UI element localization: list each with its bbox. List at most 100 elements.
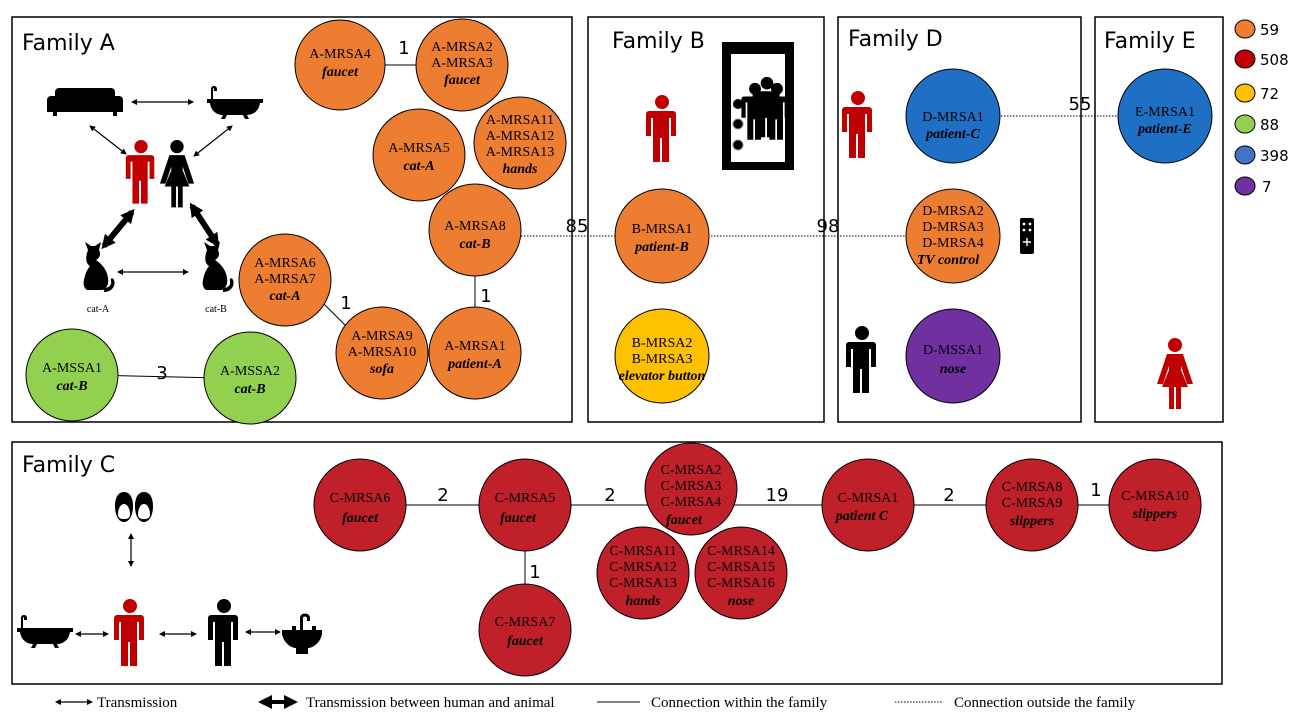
legend-value: 398 <box>1260 147 1289 165</box>
node-label: C-MRSA15 <box>707 560 775 575</box>
node-label: A-MRSA13 <box>486 145 554 160</box>
node-label: D-MRSA2 <box>922 204 983 219</box>
node-source: patient-E <box>1137 122 1192 137</box>
node-d-mrsa1 <box>905 68 1001 164</box>
bathtub-icon <box>17 615 73 648</box>
outside-edges <box>515 115 1120 237</box>
family-a-title: Family A <box>22 31 115 56</box>
node-label: A-MRSA3 <box>431 56 492 71</box>
family-b-title: Family B <box>612 29 705 54</box>
edge-label-b1-d234: 98 <box>817 216 840 237</box>
node-source: hands <box>625 594 661 609</box>
node-a-mrsa6-7 <box>238 233 332 327</box>
node-label: A-MRSA1 <box>444 339 505 354</box>
node-label: A-MSSA1 <box>42 361 102 376</box>
node-label: A-MRSA11 <box>486 113 554 128</box>
family-a-arrows <box>89 99 233 275</box>
node-d-mssa1 <box>905 308 1001 404</box>
node-source: hands <box>502 162 538 177</box>
legend-outside: Connection outside the family <box>954 695 1136 711</box>
legend-swatch <box>1234 145 1256 165</box>
node-source: sofa <box>369 362 394 377</box>
woman-icon <box>159 139 195 208</box>
node-label: A-MRSA9 <box>351 329 412 344</box>
node-source: cat-B <box>234 382 265 397</box>
legend-swatch <box>1234 83 1256 103</box>
node-label: A-MRSA4 <box>309 47 370 62</box>
cat-icon <box>202 242 234 292</box>
node-label: A-MRSA12 <box>486 129 554 144</box>
node-source: elevator button <box>619 369 706 384</box>
family-c-title: Family C <box>22 453 115 478</box>
edge-label-c234-c1: 19 <box>766 485 789 506</box>
family-a-thick-arrows <box>101 202 220 250</box>
node-label: C-MRSA13 <box>609 576 677 591</box>
node-labels: A-MRSA4 faucet A-MRSA2 A-MRSA3 faucet A-… <box>42 40 1195 649</box>
legend-transmission: Transmission <box>97 695 178 711</box>
cat-icon <box>83 242 115 292</box>
tv-remote-icon <box>1020 218 1034 254</box>
family-a-icons <box>47 86 263 292</box>
node-c-mrsa6 <box>313 458 407 552</box>
node-label: A-MRSA7 <box>254 272 315 287</box>
legend-value: 59 <box>1260 21 1279 39</box>
node-c-mrsa1 <box>821 458 915 552</box>
node-label: C-MRSA12 <box>609 560 677 575</box>
node-source: slippers <box>1132 507 1178 522</box>
node-label: C-MRSA10 <box>1121 489 1189 504</box>
node-c-mrsa14-16 <box>694 526 788 620</box>
node-source: TV control <box>917 253 979 268</box>
sofa-icon <box>47 88 123 116</box>
node-label: C-MRSA1 <box>838 491 899 506</box>
node-source: patient-C <box>925 127 980 142</box>
elevator-icon <box>722 42 794 170</box>
node-a-mrsa1 <box>428 306 522 400</box>
node-d-mrsa2-4 <box>905 188 1001 284</box>
node-label: A-MRSA5 <box>388 141 449 156</box>
node-label: C-MRSA9 <box>1002 496 1063 511</box>
node-source: patient C <box>835 509 889 524</box>
edge-label-a8-b1: 85 <box>566 216 589 237</box>
node-a-mrsa4 <box>294 19 386 111</box>
edge-label-a8-a1: 1 <box>480 286 491 307</box>
family-c-box <box>11 441 1223 685</box>
edge-label-c89-c10: 1 <box>1090 480 1101 501</box>
edge-label-a4-a23: 1 <box>398 38 409 59</box>
node-label: C-MRSA16 <box>707 576 775 591</box>
family-c-arrows <box>75 533 281 637</box>
legend-swatch <box>1234 114 1256 134</box>
node-source: faucet <box>444 73 481 88</box>
family-d-box <box>837 16 1082 423</box>
bottom-legend: Transmission Transmission between human … <box>55 695 1136 711</box>
node-label: C-MRSA14 <box>707 544 775 559</box>
node-label: A-MRSA10 <box>348 345 416 360</box>
node-label: C-MRSA6 <box>330 491 391 506</box>
node-source: faucet <box>322 65 359 80</box>
slipper-icon <box>115 492 133 522</box>
cat-a-label: cat-A <box>87 304 110 315</box>
node-a-mssa1 <box>25 328 119 422</box>
node-c-mrsa11-13 <box>596 526 690 620</box>
node-label: B-MRSA2 <box>632 336 693 351</box>
node-label: C-MRSA7 <box>495 615 556 630</box>
node-label: C-MRSA8 <box>1002 480 1063 495</box>
node-source: cat-B <box>56 379 87 394</box>
node-c-mrsa10 <box>1108 458 1202 552</box>
legend-value: 72 <box>1260 85 1279 103</box>
node-a-mrsa11-13 <box>473 96 567 190</box>
edge-label-d1-e1: 55 <box>1069 94 1092 115</box>
arrow-icon <box>89 125 127 155</box>
man-icon <box>125 139 155 204</box>
legend-swatch <box>1234 49 1256 69</box>
node-source: cat-B <box>459 237 490 252</box>
color-legend: 59 508 72 88 398 7 <box>1234 19 1289 196</box>
node-label: A-MSSA2 <box>220 364 280 379</box>
legend-value: 7 <box>1262 178 1272 196</box>
family-a-box <box>11 16 573 423</box>
node-source: patient-B <box>634 240 689 255</box>
legend-value: 88 <box>1260 116 1279 134</box>
node-label: E-MRSA1 <box>1135 105 1195 120</box>
family-b-box <box>587 16 825 423</box>
node-source: cat-A <box>403 159 434 174</box>
thick-arrow-icon <box>189 202 220 248</box>
